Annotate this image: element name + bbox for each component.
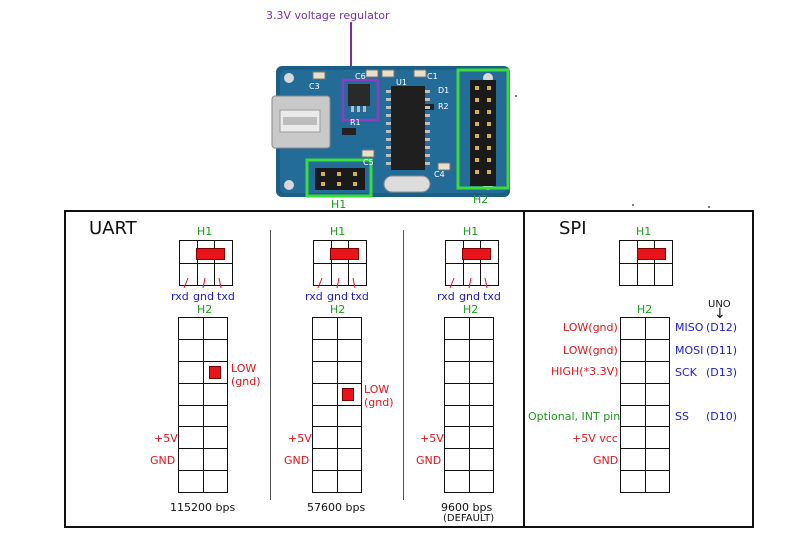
silk-r2: R2: [438, 102, 449, 111]
silk-u1: U1: [396, 78, 407, 87]
uart2-pin-txd: txd: [351, 290, 369, 303]
silk-c5: C5: [363, 158, 374, 167]
uart1-low-gnd-label: (gnd): [231, 375, 261, 388]
spi-title: SPI: [559, 218, 587, 239]
voltage-regulator-chip: [348, 84, 370, 106]
uart2-h1-label: H1: [330, 225, 346, 238]
spi-pin-d11: (D11): [706, 344, 738, 357]
spi-left-label: Optional, INT pin: [528, 410, 621, 423]
spi-left-label: LOW(gnd): [563, 321, 618, 334]
uart3-speed: 9600 bps: [441, 501, 493, 514]
spi-pin-d10: (D10): [706, 410, 738, 423]
spi-signal-sck: SCK: [675, 366, 697, 379]
capacitor: [437, 162, 451, 171]
spi-signal-miso: MISO: [675, 321, 704, 334]
spi-h2-label: H2: [637, 303, 653, 316]
h2-pin-header: [470, 80, 496, 186]
uart3-h2-header: [444, 317, 494, 493]
silk-r1: R1: [350, 118, 361, 127]
silk-c3: C3: [309, 82, 320, 91]
uart2-speed: 57600 bps: [307, 501, 366, 514]
uart3-pin-gnd: gnd: [459, 290, 480, 303]
h1-highlight: [305, 158, 373, 198]
uart2-h2-label: H2: [330, 303, 346, 316]
uart3-5v-label: +5V: [420, 432, 444, 445]
uart2-low-gnd-label: (gnd): [364, 396, 394, 409]
uart1-h2-header: [178, 317, 228, 493]
capacitor: [413, 69, 427, 78]
uart1-gnd-label: GND: [150, 454, 176, 467]
capacitor: [365, 69, 379, 78]
capacitor: [381, 69, 395, 78]
silk-c4: C4: [434, 170, 445, 179]
mount-hole: [284, 73, 294, 83]
spi-pin-d13: (D13): [706, 366, 738, 379]
uart2-gnd-label: GND: [284, 454, 310, 467]
spi-left-label: LOW(gnd): [563, 344, 618, 357]
crystal: [383, 175, 431, 193]
board-h2-label: H2: [473, 193, 489, 206]
uart1-h1-jumper: [196, 248, 225, 260]
resistor: [342, 128, 356, 135]
spi-h1-label: H1: [636, 225, 652, 238]
uart3-pin-txd: txd: [483, 290, 501, 303]
uart-divider: [270, 230, 271, 500]
silk-c6: C6: [355, 72, 366, 81]
uart1-h2-label: H2: [197, 303, 213, 316]
uart2-pin-rxd: rxd: [305, 290, 323, 303]
uart2-h2-jumper: [342, 388, 354, 401]
spi-signal-mosi: MOSI: [675, 344, 704, 357]
spi-left-label: GND: [593, 454, 619, 467]
capacitor: [312, 71, 326, 80]
uart2-5v-label: +5V: [288, 432, 312, 445]
mount-hole: [284, 180, 294, 190]
spi-left-label: +5V vcc: [572, 432, 618, 445]
spi-uno-arrow: ↓: [714, 306, 726, 322]
uart1-h2-jumper: [209, 366, 221, 379]
spi-signal-ss: SS: [675, 410, 689, 423]
capacitor: [361, 149, 375, 158]
uart-divider: [403, 230, 404, 500]
spi-pin-d12: (D12): [706, 321, 738, 334]
spi-left-label: HIGH(*3.3V): [551, 365, 619, 378]
uart3-h1-label: H1: [463, 225, 479, 238]
module-board-illustration: [271, 22, 710, 208]
uart2-pin-leaders: [317, 277, 356, 289]
uart1-pin-leaders: [183, 277, 222, 289]
uart-title: UART: [89, 218, 137, 239]
silk-c1: C1: [427, 72, 438, 81]
uart3-pin-leaders: [449, 277, 488, 289]
uart3-h1-jumper: [462, 248, 491, 260]
board-h1-label: H1: [331, 198, 347, 211]
uart3-pin-rxd: rxd: [437, 290, 455, 303]
uart2-low-label: LOW: [364, 383, 390, 396]
uart3-gnd-label: GND: [416, 454, 442, 467]
uart1-h1-label: H1: [197, 225, 213, 238]
uart1-pin-rxd: rxd: [171, 290, 189, 303]
uart3-default: (DEFAULT): [443, 513, 495, 524]
spi-panel: [523, 210, 754, 528]
spi-h2-header: [620, 317, 670, 493]
spi-h1-header: [619, 240, 673, 286]
h1-pin-header: [315, 168, 365, 190]
uart1-pin-gnd: gnd: [193, 290, 214, 303]
spi-uno-label: UNO: [708, 299, 731, 310]
main-ic: [391, 86, 425, 170]
uart2-pin-gnd: gnd: [327, 290, 348, 303]
regulator-label: 3.3V voltage regulator: [266, 9, 390, 22]
uart1-speed: 115200 bps: [170, 501, 236, 514]
uart1-low-label: LOW: [231, 362, 257, 375]
silk-d1: D1: [438, 86, 450, 95]
uart3-h2-label: H2: [463, 303, 479, 316]
spi-h1-jumper: [637, 248, 666, 260]
uart2-h1-jumper: [330, 248, 359, 260]
regulator-highlight: [341, 78, 380, 122]
uart1-pin-txd: txd: [217, 290, 235, 303]
h2-highlight: [456, 68, 510, 190]
uart-panel: [64, 210, 525, 528]
uart1-5v-label: +5V: [154, 432, 178, 445]
uart2-h2-header: [312, 317, 362, 493]
